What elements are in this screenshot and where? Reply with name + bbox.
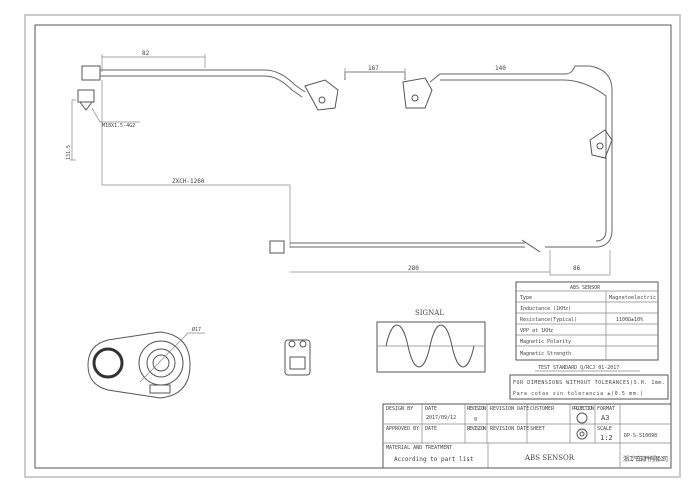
drawing-frame [34,24,672,469]
spec-value: Magnetoelectric [609,295,656,301]
dim-82: 82 [142,50,150,57]
spec-label: Magnetic Strength [520,351,571,357]
tb-label: CUSTOMER [530,406,555,412]
spec-label: Resistance(Typical) [520,317,577,323]
signal-box [376,321,486,373]
tb-label: PROJECTION [572,406,594,412]
sensor-cable [77,65,613,254]
tb-label: DESIGN BY [386,406,413,412]
signal-label: SIGNAL [415,309,444,317]
drawing-title: ABS SENSOR [524,454,575,462]
sensor-head [81,65,101,81]
tolerance-note-box [509,374,669,400]
spec-label: VPP at 1KHz [520,328,553,334]
tb-label: DATE [425,406,437,412]
sensor-flange-view: Ø17 [87,326,205,399]
dim-total: ZXCH-1260 [172,178,205,185]
material-value: According to part list [394,456,474,463]
tb-label: SCALE [597,426,612,432]
company-name: 浙江汽车部件有限公司 [623,455,668,463]
dim-vertical: 131.5 [66,145,72,160]
tb-label: REVISION [467,406,486,412]
tb-label: DATE [425,426,437,432]
tolerance-note-es: Para cotas sin tolerancia ±(0.5 mm.) [513,391,643,397]
spec-table: ABS SENSOR Type Magnetoelectric Inductan… [515,281,659,372]
projection-symbol-icon [576,412,588,424]
tb-value: 1:2 [600,434,613,442]
tb-value: A3 [601,414,609,422]
tb-label: FORMAT [597,406,615,412]
connector-view [284,339,311,376]
dim-167: 167 [368,65,379,72]
mounting-bracket [304,79,339,111]
test-standard: TEST STANDARD Q/RCJ 01-2017 [538,365,619,371]
signal-waveform [385,324,475,368]
sheet-border [24,14,681,478]
tb-value: 0 [474,417,477,423]
tb-label: SHEET [530,426,545,432]
part-number: DP-S-510098 [624,433,657,439]
dim-140: 140 [495,65,506,72]
title-block: DESIGN BY DATE 2017/09/12 REVISION 0 REV… [382,403,672,469]
mounting-bracket [589,129,613,159]
dim-86: 86 [573,265,581,272]
tb-label: APPROVED BY [386,426,419,432]
connector-thread-label: M18X1.5-4G2 [102,123,135,129]
tb-label: REVISION [467,426,486,432]
spec-label: Magnetic Polarity [520,339,571,345]
dim-280: 280 [408,265,419,272]
spec-label: Inductance (1KHz) [520,306,571,312]
tolerance-note-en: FOR DIMENSIONS WITHOUT TOLERANCES(S.H. 1… [513,380,665,386]
mounting-bracket [402,77,433,109]
cable-connector [269,240,285,254]
diameter-label: Ø17 [192,326,201,333]
tb-value: 2017/09/12 [426,415,456,421]
tb-label: REVISION DATE [490,426,529,432]
spec-table-title: ABS SENSOR [570,285,601,291]
tb-label: MATERIAL AND TREATMENT [386,445,452,451]
tb-label: REVISION DATE [490,406,529,412]
spec-value: 1100Ω±10% [616,317,643,323]
dimensions: 82 167 140 ZXCH-1260 131.5 M18X1.5-4G2 2… [66,50,611,276]
spec-label: Type [520,295,532,301]
